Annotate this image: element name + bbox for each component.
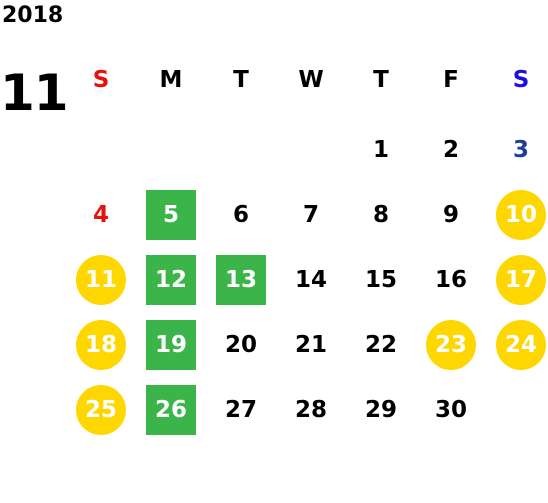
day-cell-14[interactable]: 14 [294,266,327,293]
day-cell-23[interactable]: 23 [426,320,476,370]
day-cell-24[interactable]: 24 [496,320,546,370]
weekday-header-sat: S [512,66,530,93]
day-cell-28[interactable]: 28 [294,396,327,423]
day-cell-12[interactable]: 12 [146,255,196,305]
day-cell-17[interactable]: 17 [496,255,546,305]
month-number: 11 [0,64,69,122]
day-cell-20[interactable]: 20 [224,331,257,358]
day-cell-5[interactable]: 5 [146,190,196,240]
day-cell-30[interactable]: 30 [434,396,467,423]
day-cell-26[interactable]: 26 [146,385,196,435]
weekday-header-mon: M [159,66,183,93]
day-cell-9[interactable]: 9 [442,201,459,228]
day-cell-7[interactable]: 7 [302,201,319,228]
weekday-header-thu: T [373,66,389,93]
day-cell-18[interactable]: 18 [76,320,126,370]
weekday-header-tue: T [233,66,249,93]
day-cell-25[interactable]: 25 [76,385,126,435]
day-cell-2[interactable]: 2 [442,136,459,163]
weekday-header-wed: W [298,66,324,93]
day-cell-6[interactable]: 6 [232,201,249,228]
day-cell-10[interactable]: 10 [496,190,546,240]
day-cell-29[interactable]: 29 [364,396,397,423]
day-cell-1[interactable]: 1 [372,136,389,163]
day-cell-21[interactable]: 21 [294,331,327,358]
day-cell-13[interactable]: 13 [216,255,266,305]
day-cell-15[interactable]: 15 [364,266,397,293]
day-cell-16[interactable]: 16 [434,266,467,293]
day-cell-11[interactable]: 11 [76,255,126,305]
weekday-header-fri: F [443,66,459,93]
day-cell-27[interactable]: 27 [224,396,257,423]
day-cell-3[interactable]: 3 [512,136,529,163]
day-cell-4[interactable]: 4 [92,201,109,228]
day-cell-8[interactable]: 8 [372,201,389,228]
year-label: 2018 [2,3,64,28]
day-cell-19[interactable]: 19 [146,320,196,370]
weekday-header-sun: S [92,66,110,93]
day-cell-22[interactable]: 22 [364,331,397,358]
